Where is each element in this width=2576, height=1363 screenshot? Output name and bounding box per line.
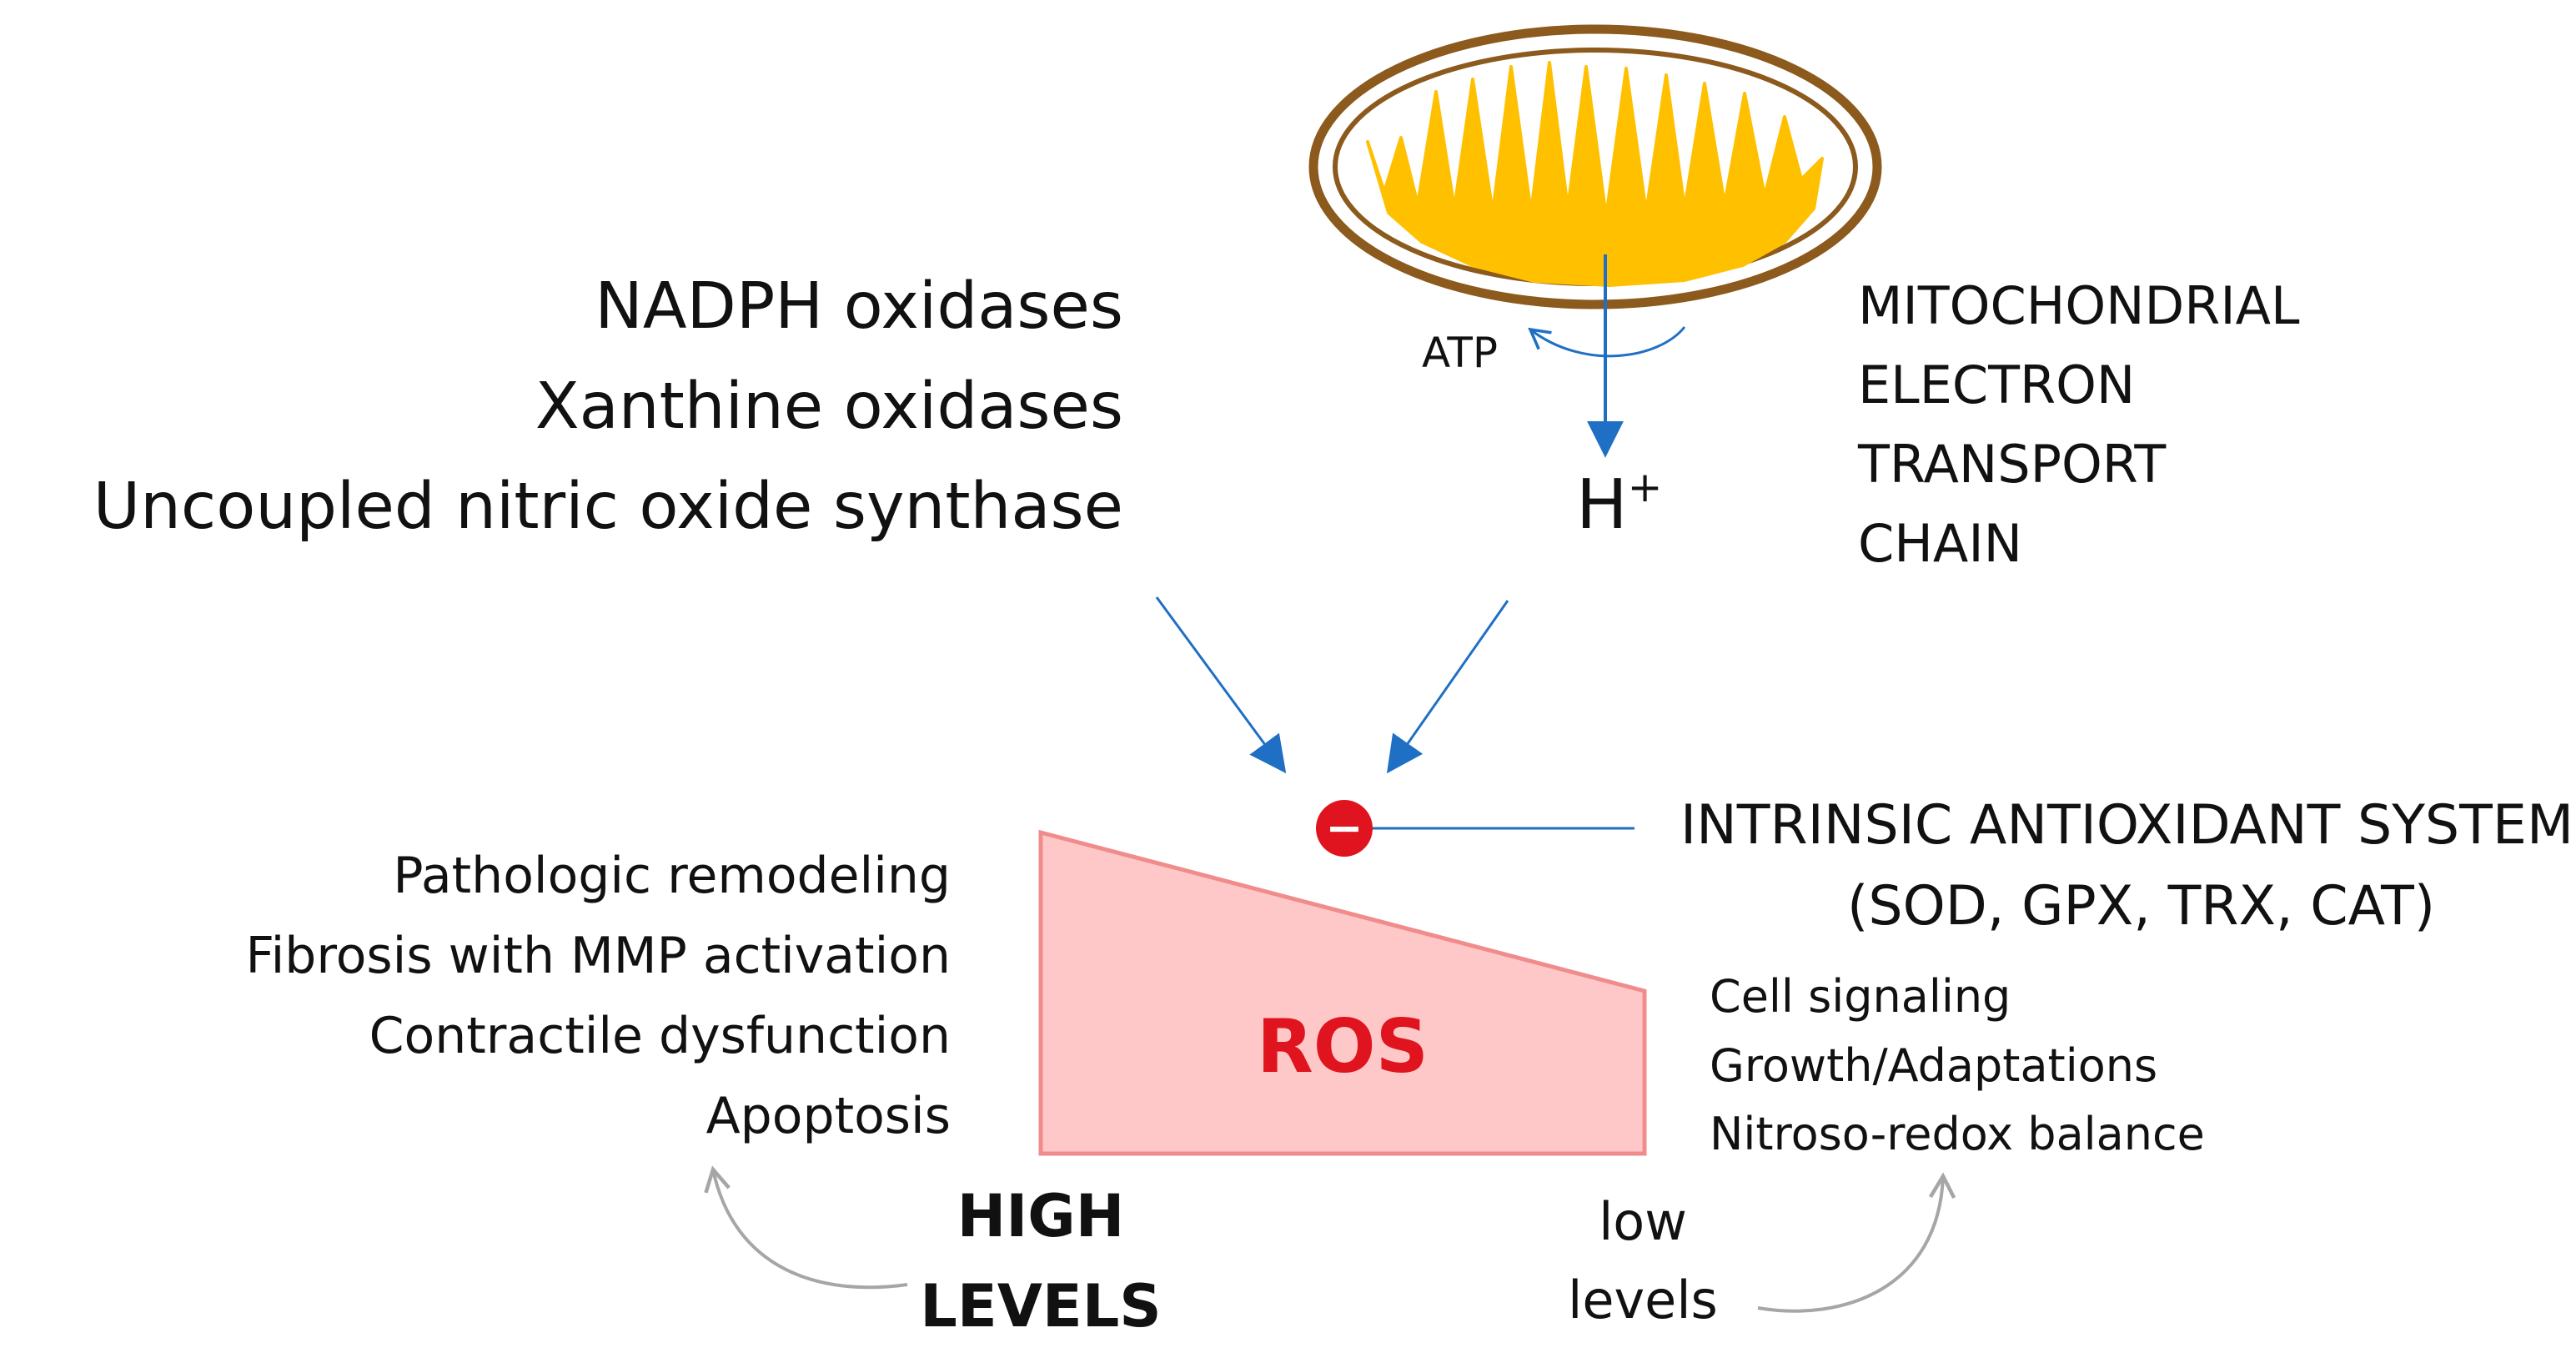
etc-line: CHAIN	[1858, 513, 2022, 574]
high-effects-arrow	[704, 1165, 908, 1290]
low-effect-item: Nitroso-redox balance	[1710, 1108, 2205, 1160]
ros-label: ROS	[1257, 1003, 1429, 1089]
enzyme-to-ros-arrow	[1155, 596, 1287, 774]
high-effect-item: Fibrosis with MMP activation	[245, 927, 951, 985]
high-effect-item: Pathologic remodeling	[393, 847, 951, 905]
low-effects-arrow	[1757, 1172, 1956, 1313]
atp-label: ATP	[1422, 329, 1498, 377]
etc-label: MITOCHONDRIAL ELECTRON TRANSPORT CHAIN	[1857, 275, 2300, 574]
high-levels-label: LEVELS	[920, 1272, 1161, 1340]
antioxidant-enzymes: (SOD, GPX, TRX, CAT)	[1847, 875, 2435, 938]
low-effect-item: Growth/Adaptations	[1710, 1039, 2157, 1092]
low-levels-label: low	[1599, 1191, 1687, 1252]
inhibition-icon	[1316, 800, 1373, 857]
enzyme-source-item: Xanthine oxidases	[535, 370, 1123, 444]
high-effect-item: Contractile dysfunction	[369, 1007, 951, 1065]
low-level-effects: Cell signaling Growth/Adaptations Nitros…	[1710, 970, 2205, 1160]
proton-label: H+	[1576, 463, 1663, 545]
mito-to-ros-arrow	[1386, 600, 1509, 774]
inhibition-symbol: −	[1325, 802, 1363, 854]
high-effect-item: Apoptosis	[706, 1087, 951, 1145]
etc-line: TRANSPORT	[1857, 434, 2167, 495]
etc-line: ELECTRON	[1858, 355, 2135, 415]
low-effect-item: Cell signaling	[1710, 970, 2011, 1023]
atp-arrow	[1528, 326, 1686, 358]
cristae-shape	[1366, 61, 1824, 287]
etc-line: MITOCHONDRIAL	[1858, 275, 2300, 336]
high-levels-label: HIGH	[957, 1182, 1125, 1250]
enzyme-sources: NADPH oxidases Xanthine oxidases Uncoupl…	[93, 269, 1123, 544]
enzyme-source-item: NADPH oxidases	[595, 269, 1123, 344]
antioxidant-title: INTRINSIC ANTIOXIDANT SYSTEM	[1680, 794, 2573, 857]
low-levels-label: levels	[1568, 1270, 1718, 1330]
ros-wedge	[1038, 829, 1647, 1156]
mitochondrion-icon	[1308, 24, 1882, 309]
high-level-effects: Pathologic remodeling Fibrosis with MMP …	[245, 847, 951, 1145]
enzyme-source-item: Uncoupled nitric oxide synthase	[93, 470, 1123, 544]
